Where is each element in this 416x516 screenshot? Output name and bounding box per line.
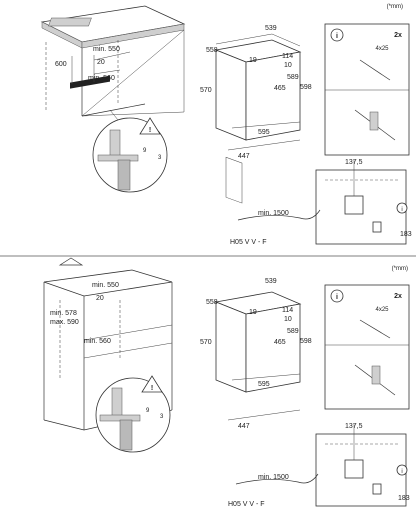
height-b-label: 598 (300, 84, 312, 91)
front-height-label: 570 (200, 87, 212, 94)
edge-label: 3 (158, 155, 162, 161)
warning-icon-2: ! (151, 385, 153, 392)
info-icon: i (336, 33, 338, 40)
top-gap-label: 19 (249, 57, 257, 64)
cable-length-label: min. 1500 (258, 210, 289, 217)
inner-width-label-2: 539 (265, 278, 277, 285)
gap-label-2: 20 (96, 295, 104, 302)
inner-width-label: 539 (265, 25, 277, 32)
height-max-label: max. 590 (50, 319, 79, 326)
bottom-width-label: 595 (258, 129, 270, 136)
bottom-label: min. 560 (88, 75, 115, 82)
height-a-label: 589 (287, 74, 299, 81)
vent-gap-label-2: 9 (146, 408, 150, 414)
bottom-width-label-2: 595 (258, 381, 270, 388)
info-icon-cable: i (401, 207, 402, 213)
side-b-label-2: 10 (284, 316, 292, 323)
screw-size-label: 4x25 (375, 46, 389, 52)
oven-dimension-view: 558 539 19 114 10 570 465 589 598 595 44… (200, 25, 312, 204)
cabinet-install-view: 600 min. 550 20 min. 560 (40, 5, 186, 117)
opening-width-label: min. 550 (93, 46, 120, 53)
cable-type-label: H05 V V - F (230, 239, 267, 246)
gap-label: 20 (97, 59, 105, 66)
cable-height-label-2: 183 (398, 495, 410, 502)
tall-cabinet-view: min. 550 20 min. 578 max. 590 min. 560 (43, 257, 173, 431)
height-b-label-2: 598 (300, 338, 312, 345)
mid-height-label: 465 (274, 85, 286, 92)
total-width-label: 558 (206, 47, 218, 54)
cable-view-2: i 137,5 183 min. 1500 H05 V V - F (228, 423, 410, 508)
cable-view: i 137,5 183 min. 1500 H05 V V - F (230, 159, 412, 246)
unit-note-2: (*mm) (392, 266, 408, 272)
top-gap-label-2: 19 (249, 309, 257, 316)
vent-gap-label: 9 (143, 148, 147, 154)
section-tall-cabinet: (*mm) min. 550 20 min. 578 max. 590 min.… (43, 257, 410, 508)
fixing-count: 2x (394, 32, 402, 39)
info-icon-2: i (336, 294, 338, 301)
height-min-label: min. 578 (50, 310, 77, 317)
opening-width-label-2: min. 550 (92, 282, 119, 289)
fixing-detail-box-2: i 2x 4x25 (324, 284, 410, 410)
side-a-label: 114 (282, 53, 293, 60)
front-height-label-2: 570 (200, 339, 212, 346)
cable-type-label-2: H05 V V - F (228, 501, 265, 508)
vent-detail-view-2: ! 9 3 (95, 375, 171, 453)
screw-size-label-2: 4x25 (375, 307, 389, 313)
info-icon-cable-2: i (401, 469, 402, 475)
cable-length-label-2: min. 1500 (258, 474, 289, 481)
side-b-label: 10 (284, 62, 292, 69)
oven-dimension-view-2: 558 539 19 114 10 570 465 589 598 595 44… (200, 278, 312, 430)
height-a-label-2: 589 (287, 328, 299, 335)
bottom-label-2: min. 560 (84, 338, 111, 345)
fixing-detail-box: i 2x 4x25 (324, 23, 410, 156)
cable-offset-label: 137,5 (345, 159, 363, 166)
warning-icon: ! (149, 127, 151, 134)
depth-label-oven-2: 447 (238, 423, 250, 430)
side-a-label-2: 114 (282, 307, 293, 314)
section-undercounter: (*mm) 600 min. 550 20 min. 560 (40, 4, 412, 246)
total-width-label-2: 558 (206, 299, 218, 306)
unit-note: (*mm) (387, 4, 403, 10)
cable-offset-label-2: 137,5 (345, 423, 363, 430)
mid-height-label-2: 465 (274, 339, 286, 346)
depth-label-oven: 447 (238, 153, 250, 160)
vent-detail-view: ! 9 3 (92, 109, 168, 193)
edge-label-2: 3 (160, 414, 164, 420)
cable-height-label: 183 (400, 231, 412, 238)
depth-label: 600 (55, 61, 67, 68)
fixing-count-2: 2x (394, 293, 402, 300)
